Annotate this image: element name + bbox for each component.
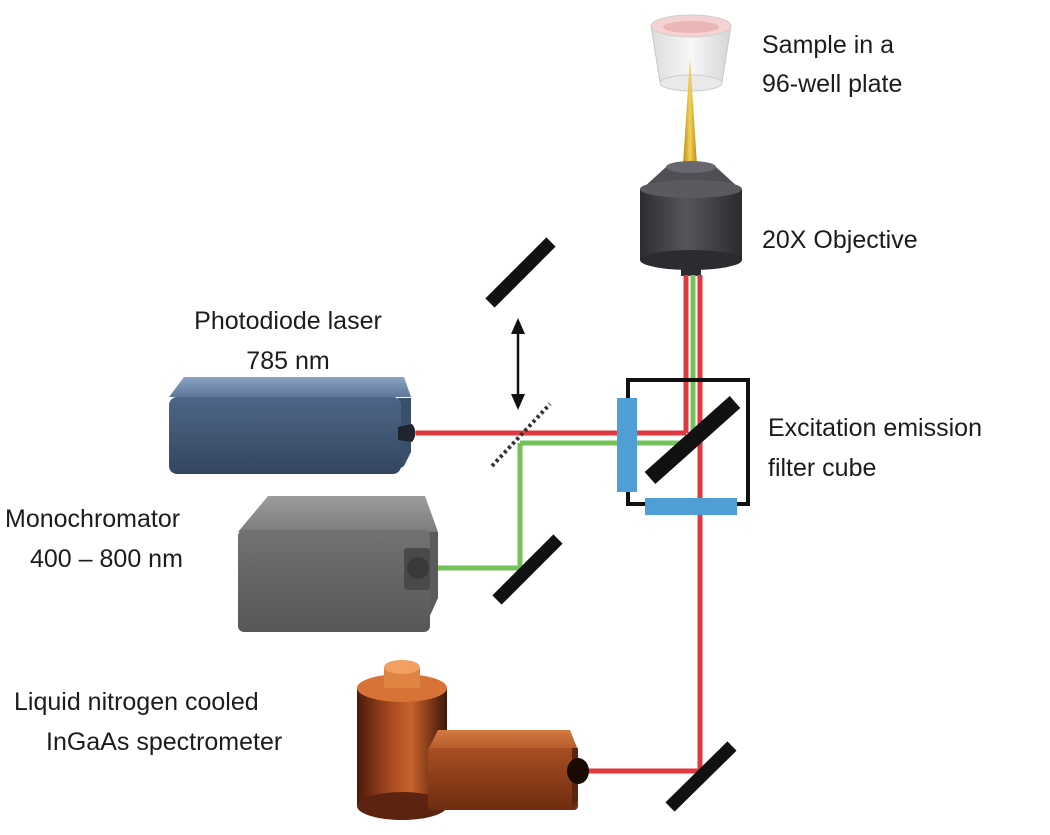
monochromator-output-port (407, 557, 429, 579)
laser-label-line-2: 785 nm (246, 347, 329, 375)
monochromator-label-line-2: 400 – 800 nm (30, 545, 183, 573)
monochromator-label-line-1: Monochromator (5, 505, 180, 533)
flip-mirror-arrow (511, 318, 525, 410)
dashed-beam-splitter (490, 402, 552, 468)
laser-label-line-1: Photodiode laser (194, 307, 382, 335)
spectrometer-label-line-2: InGaAs spectrometer (46, 728, 282, 756)
sample-well-plate (650, 14, 732, 92)
spectrometer-label-line-1: Liquid nitrogen cooled (14, 688, 259, 716)
dichroic-mirror (644, 396, 741, 484)
laser-output-nozzle (398, 424, 416, 442)
monochromator-box (238, 496, 438, 632)
ingaas-spectrometer (357, 660, 589, 820)
objective-lens (640, 161, 742, 276)
top-flip-mirror (485, 237, 556, 308)
excitation-filter (617, 398, 637, 492)
sample-label-line-2: 96-well plate (762, 70, 902, 98)
spectrometer-mirror (665, 741, 737, 812)
photodiode-laser-box (169, 377, 416, 474)
spectrometer-input-port (567, 758, 589, 784)
bottom-steering-mirror (492, 534, 563, 605)
filter-cube (617, 378, 750, 515)
filter-cube-label-line-1: Excitation emission (768, 414, 982, 442)
objective-label: 20X Objective (762, 226, 918, 254)
focused-beam-tip (683, 58, 697, 165)
sample-label-line-1: Sample in a (762, 31, 894, 59)
filter-cube-label-line-2: filter cube (768, 454, 876, 482)
mono-beam-path (430, 275, 696, 571)
emission-filter (645, 498, 737, 515)
laser-beam-path (416, 275, 703, 774)
